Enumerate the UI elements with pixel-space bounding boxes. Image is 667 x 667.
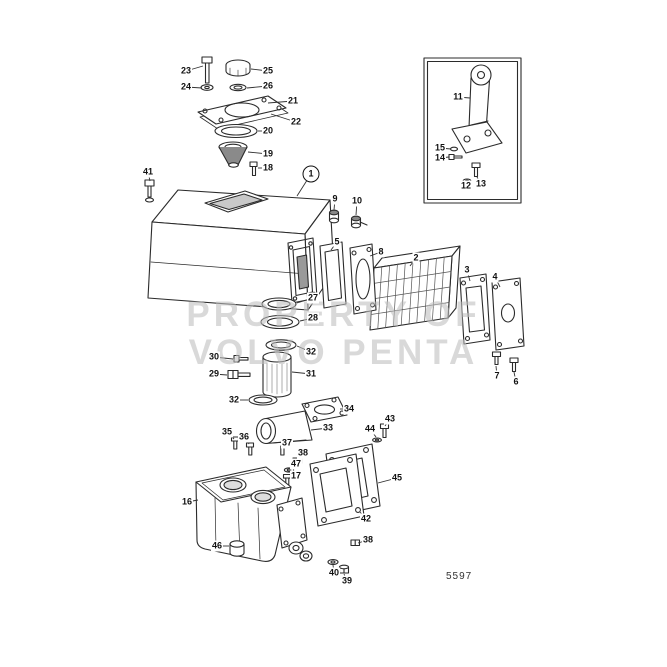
figure-number: 5597 bbox=[446, 571, 473, 582]
callout-25: 25 bbox=[261, 65, 275, 77]
callout-11: 11 bbox=[452, 91, 464, 103]
callout-31: 31 bbox=[304, 368, 318, 380]
callout-35: 35 bbox=[220, 426, 234, 438]
gasket-3 bbox=[459, 273, 491, 345]
callout-40: 40 bbox=[327, 567, 341, 579]
callout-1: 1 bbox=[302, 165, 320, 183]
callout-37: 37 bbox=[280, 437, 294, 449]
callout-20: 20 bbox=[261, 125, 275, 137]
callout-10: 10 bbox=[350, 195, 364, 207]
callout-43: 43 bbox=[383, 413, 397, 425]
callout-18: 18 bbox=[261, 162, 275, 174]
callout-42: 42 bbox=[359, 513, 373, 525]
heat-exchanger-core bbox=[369, 245, 461, 331]
callout-4: 4 bbox=[491, 271, 499, 283]
callout-5: 5 bbox=[333, 236, 341, 248]
bracket-part bbox=[451, 64, 503, 154]
callout-39: 39 bbox=[340, 575, 354, 587]
callout-33: 33 bbox=[321, 422, 335, 434]
callout-22: 22 bbox=[289, 116, 303, 128]
plate-42 bbox=[309, 453, 365, 527]
callout-14: 14 bbox=[433, 152, 447, 164]
callout-16: 16 bbox=[180, 496, 194, 508]
callout-26: 26 bbox=[261, 80, 275, 92]
callout-23: 23 bbox=[179, 65, 193, 77]
cover-8 bbox=[349, 243, 377, 315]
thermostat-housing bbox=[255, 396, 348, 445]
connecting-pipe bbox=[262, 351, 292, 398]
callout-41: 41 bbox=[141, 166, 155, 178]
callout-32: 32 bbox=[304, 346, 318, 358]
callout-36: 36 bbox=[237, 431, 251, 443]
callout-34: 34 bbox=[342, 403, 356, 415]
callout-46: 46 bbox=[210, 540, 224, 552]
callout-29: 29 bbox=[207, 368, 221, 380]
callout-13: 13 bbox=[474, 178, 488, 190]
callout-19: 19 bbox=[261, 148, 275, 160]
inset-box bbox=[423, 57, 522, 204]
callout-21: 21 bbox=[286, 95, 300, 107]
callout-38: 38 bbox=[296, 447, 310, 459]
end-cover-4 bbox=[491, 277, 525, 351]
callout-3: 3 bbox=[463, 264, 471, 276]
callout-7: 7 bbox=[493, 370, 501, 382]
callout-44: 44 bbox=[363, 423, 377, 435]
callout-45: 45 bbox=[390, 472, 404, 484]
expansion-tank bbox=[147, 189, 335, 311]
callout-9: 9 bbox=[331, 193, 339, 205]
callout-12: 12 bbox=[459, 180, 473, 192]
callout-47: 47 bbox=[289, 458, 303, 470]
callout-8: 8 bbox=[377, 246, 385, 258]
callout-27: 27 bbox=[306, 292, 320, 304]
callout-17: 17 bbox=[289, 470, 303, 482]
callout-30: 30 bbox=[207, 351, 221, 363]
callout-38: 38 bbox=[361, 534, 375, 546]
callout-28: 28 bbox=[306, 312, 320, 324]
callout-32: 32 bbox=[227, 394, 241, 406]
callout-24: 24 bbox=[179, 81, 193, 93]
filler-cap-stack bbox=[197, 56, 289, 177]
seal-ring-stack bbox=[260, 297, 300, 351]
callout-6: 6 bbox=[512, 376, 520, 388]
callout-2: 2 bbox=[412, 252, 420, 264]
exhaust-manifold-housing bbox=[195, 466, 313, 562]
